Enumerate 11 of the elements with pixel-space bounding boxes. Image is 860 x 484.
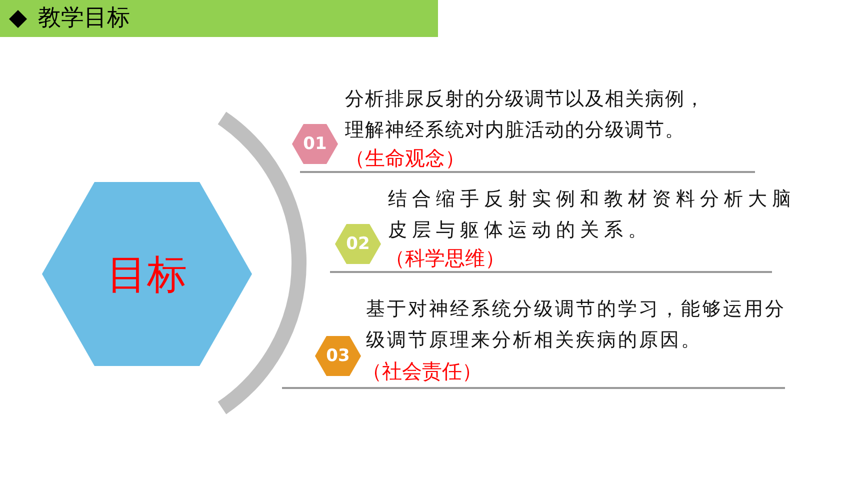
number-hexagon: 01 bbox=[292, 124, 338, 164]
objective-text: 基于对神经系统分级调节的学习，能够运用分级调节原理来分析相关疾病的原因。 bbox=[366, 297, 787, 353]
title: 教学目标 bbox=[38, 4, 130, 33]
number-hexagon: 02 bbox=[335, 224, 381, 264]
competency-tag: （社会责任） bbox=[362, 358, 482, 385]
goal-hexagon: 目标 bbox=[42, 182, 252, 366]
competency-tag: （科学思维） bbox=[385, 245, 505, 272]
objective-text: 分析排尿反射的分级调节以及相关病例，理解神经系统对内脏活动的分级调节。 bbox=[345, 87, 706, 143]
objective-text: 结合缩手反射实例和教材资料分析大脑皮层与躯体运动的关系。 bbox=[388, 187, 797, 243]
competency-tag: （生命观念） bbox=[345, 145, 465, 172]
number-hexagon: 03 bbox=[315, 336, 361, 376]
